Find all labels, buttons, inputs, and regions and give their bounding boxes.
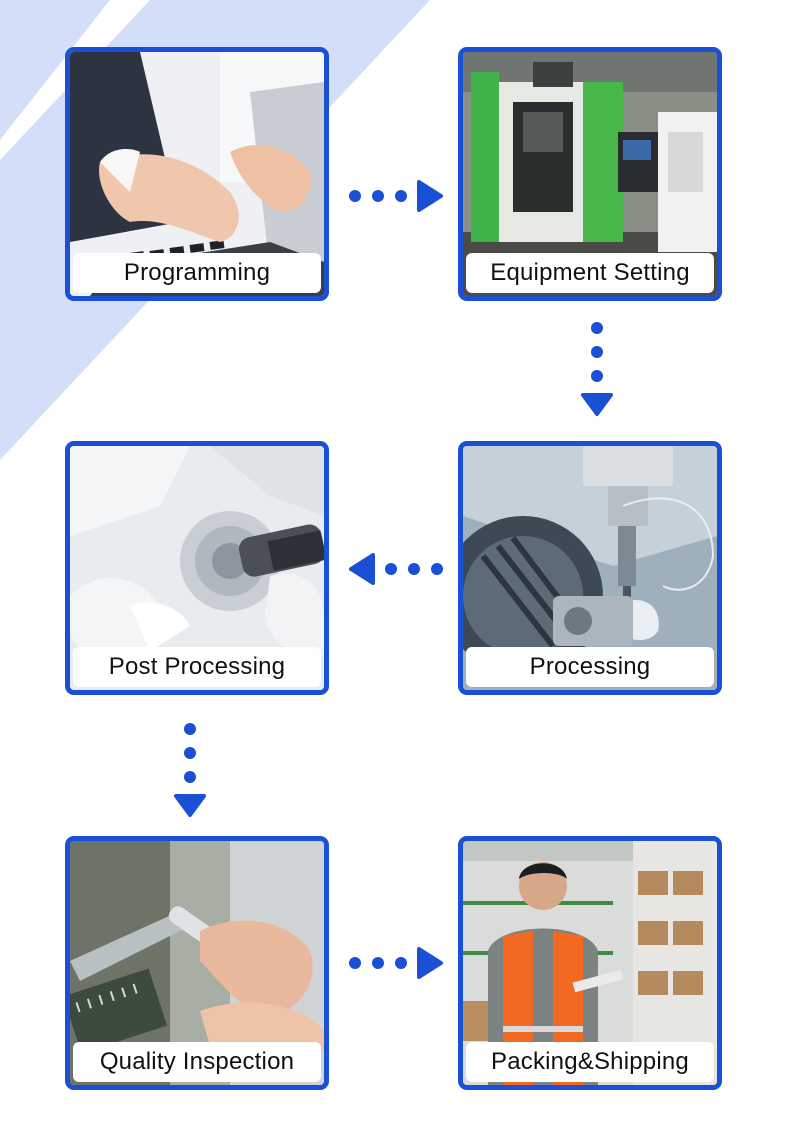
connector-arrow-right-2 (346, 945, 446, 981)
step-label-processing: Processing (466, 647, 714, 687)
connector-arrow-left (346, 551, 446, 587)
step-card-processing[interactable]: Processing (458, 441, 722, 695)
step-card-equipment-setting[interactable]: Equipment Setting (458, 47, 722, 301)
arrow-right-icon (346, 178, 446, 214)
step-card-packing-shipping[interactable]: Packing&Shipping (458, 836, 722, 1090)
connector-arrow-right (346, 178, 446, 214)
connector-arrow-down (579, 319, 615, 419)
arrow-right-icon (346, 945, 446, 981)
step-card-programming[interactable]: Programming (65, 47, 329, 301)
step-label-packing-shipping: Packing&Shipping (466, 1042, 714, 1082)
step-label-programming: Programming (73, 253, 321, 293)
step-label-equipment-setting: Equipment Setting (466, 253, 714, 293)
arrow-left-icon (346, 551, 446, 587)
arrow-down-icon (579, 319, 615, 419)
step-card-quality-inspection[interactable]: Quality Inspection (65, 836, 329, 1090)
arrow-down-icon (172, 720, 208, 820)
step-label-post-processing: Post Processing (73, 647, 321, 687)
connector-arrow-down-2 (172, 720, 208, 820)
step-label-quality-inspection: Quality Inspection (73, 1042, 321, 1082)
step-card-post-processing[interactable]: Post Processing (65, 441, 329, 695)
